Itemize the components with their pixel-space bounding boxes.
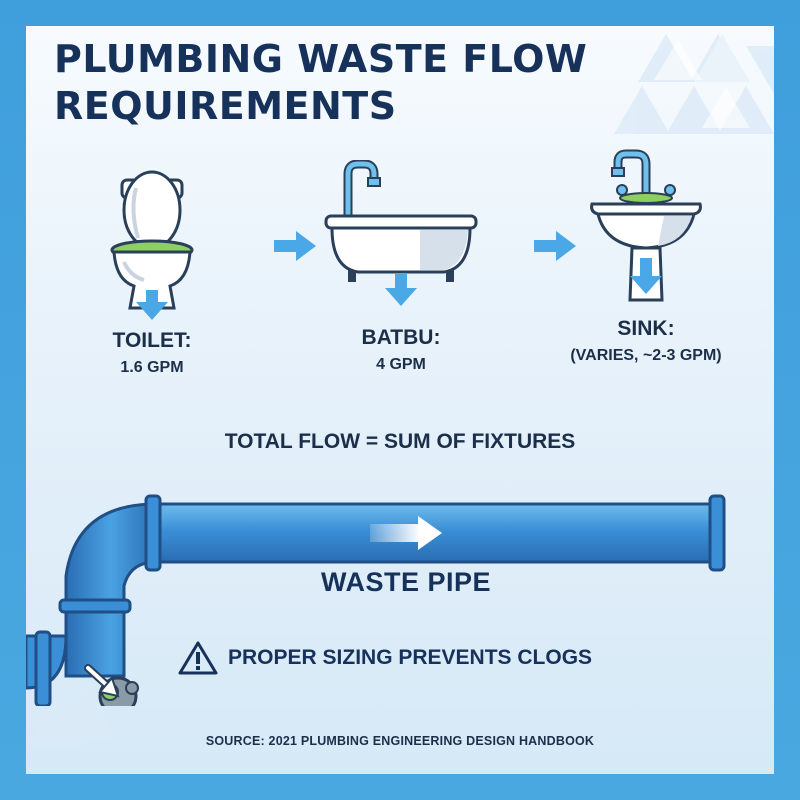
sink-icon	[590, 149, 702, 302]
fixture-toilet-flow: 1.6 GPM	[120, 359, 184, 376]
source-citation: SOURCE: 2021 PLUMBING ENGINEERING DESIGN…	[205, 734, 595, 748]
total-flow-label: TOTAL FLOW = SUM OF FIXTURES	[224, 430, 576, 453]
warning-icon	[178, 641, 218, 675]
bathtub-icon	[324, 159, 478, 306]
fixture-bathtub-name: BATBU:	[361, 326, 441, 349]
title-line-2: REQUIREMENTS	[54, 84, 397, 128]
flow-arrow-icon	[274, 231, 316, 261]
flow-arrow-icon	[534, 231, 576, 261]
fixture-bathtub-flow: 4 GPM	[376, 356, 426, 373]
fixture-sink-name: SINK:	[617, 317, 675, 340]
fixture-bathtub: BATBU: 4 GPM	[316, 159, 486, 376]
title-line-1: PLUMBING WASTE FLOW	[54, 37, 588, 81]
toilet-icon	[110, 170, 194, 320]
fixture-sink-flow: (VARIES, ~2-3 GPM)	[570, 347, 722, 364]
triangle-pattern-background	[26, 34, 774, 746]
warning-text: PROPER SIZING PREVENTS CLOGS	[228, 646, 593, 669]
waste-pipe-label: WASTE PIPE	[320, 567, 492, 597]
warning-callout: PROPER SIZING PREVENTS CLOGS	[178, 638, 592, 678]
page-title: PLUMBING WASTE FLOW REQUIREMENTS	[54, 36, 587, 130]
content-panel: PLUMBING WASTE FLOW REQUIREMENTS TOILET:	[26, 26, 774, 774]
fixture-toilet-name: TOILET:	[112, 329, 192, 352]
fixture-sink: SINK: (VARIES, ~2-3 GPM)	[546, 146, 746, 367]
fixture-toilet: TOILET: 1.6 GPM	[72, 158, 232, 379]
waste-pipe-illustration	[26, 494, 726, 706]
